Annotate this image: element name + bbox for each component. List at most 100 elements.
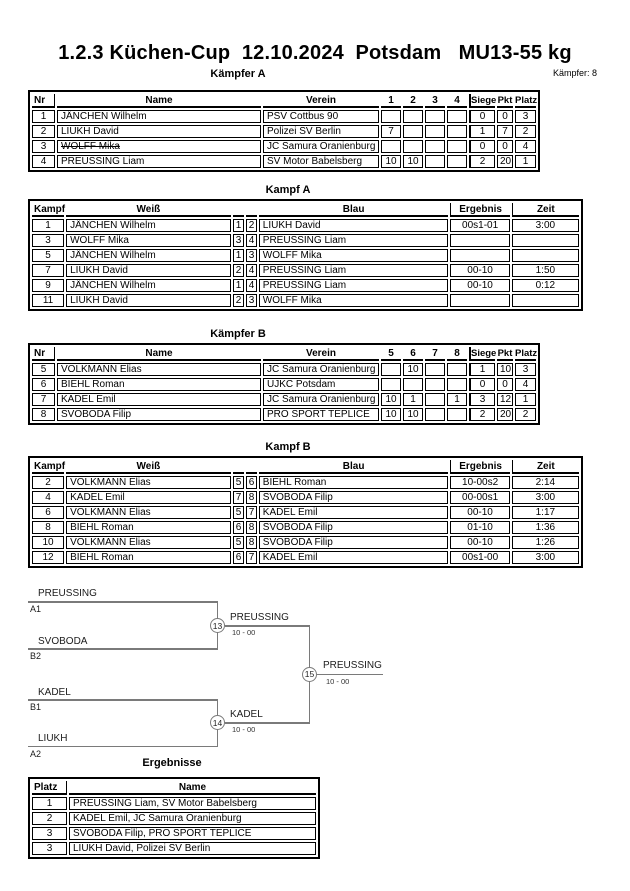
cell-ergebnis (450, 294, 510, 307)
cell-zeit: 1:26 (511, 536, 579, 549)
cell-platz: 2 (515, 125, 536, 138)
cell-platz: 1 (515, 155, 536, 168)
cell-zeit: 3:00 (511, 551, 579, 564)
cell-weiss: BIEHL Roman (66, 521, 231, 534)
cell-weiss: WOLFF Mika (66, 234, 231, 247)
cell-platz: 4 (515, 140, 536, 153)
cell-verein: PRO SPORT TEPLICE (263, 408, 379, 421)
col-header-c2: 2 (403, 94, 423, 108)
col-header-name: Name (57, 94, 261, 108)
cell-blau: PREUSSING Liam (258, 264, 449, 277)
cell-weiss: VOLKMANN Elias (66, 506, 231, 519)
bracket-slot-4-name: LIUKH (38, 733, 68, 744)
cell-c1: 10 (381, 408, 401, 421)
cell-n1: 3 (232, 234, 244, 247)
cell-name: PREUSSING Liam (57, 155, 261, 168)
cell-zeit (511, 249, 579, 262)
cell-siege: 0 (469, 110, 495, 123)
cell-verein: UJKC Potsdam (263, 378, 379, 391)
section-title-kampf-b: Kampf B (265, 441, 311, 453)
cell-n2: 8 (245, 521, 257, 534)
cell-c3 (425, 363, 445, 376)
bracket-semi-1-winner: PREUSSING (230, 612, 289, 623)
bracket-match-15-badge: 15 (302, 666, 317, 682)
bracket-semi-1-score: 10 - 00 (232, 628, 256, 637)
col-header-siege: Siege (469, 94, 496, 108)
cell-c2 (403, 125, 423, 138)
col-header-siege: Siege (469, 347, 496, 361)
cell-pkt: 0 (497, 110, 513, 123)
cell-zeit: 3:00 (511, 219, 579, 232)
fighters-count: Kämpfer: 8 (552, 68, 597, 78)
cell-nr: 7 (32, 393, 55, 406)
bracket-match-14-badge: 14 (210, 715, 225, 730)
cell-kampf: 2 (32, 476, 65, 489)
cell-c1: 10 (381, 393, 401, 406)
col-header-nr: Nr (32, 347, 55, 361)
bracket-slot-1-seed: A1 (30, 604, 42, 614)
cell-verein: JC Samura Oranienburg (263, 363, 379, 376)
bracket-slot-3-seed: B1 (30, 702, 42, 712)
cell-c4 (447, 408, 467, 421)
col-header-verein: Verein (263, 347, 379, 361)
cell-c1 (381, 140, 401, 153)
cell-name: LIUKH David, Polizei SV Berlin (69, 842, 316, 855)
bracket-line (28, 745, 218, 747)
cell-ergebnis: 00-10 (450, 279, 510, 292)
cell-kampf: 5 (32, 249, 65, 262)
col-header-blau: Blau (258, 460, 449, 474)
cell-kampf: 6 (32, 506, 65, 519)
cell-c1 (381, 378, 401, 391)
cell-c3 (425, 140, 445, 153)
cell-c1: 7 (381, 125, 401, 138)
cell-c3 (425, 408, 445, 421)
cell-platz: 2 (515, 408, 536, 421)
cell-siege: 1 (469, 125, 495, 138)
bracket-slot-1-name: PREUSSING (38, 588, 97, 599)
cell-blau: LIUKH David (258, 219, 449, 232)
bracket-semi-2-winner: KADEL (230, 709, 263, 720)
cell-ergebnis: 00-00s1 (450, 491, 510, 504)
bracket-line (28, 648, 218, 650)
cell-platz: 3 (515, 363, 536, 376)
cell-blau: SVOBODA Filip (258, 491, 449, 504)
cell-pkt: 10 (497, 363, 513, 376)
cell-name: KADEL Emil (57, 393, 261, 406)
col-header-n2 (245, 203, 257, 217)
cell-nr: 8 (32, 408, 55, 421)
cell-platz: 3 (515, 110, 536, 123)
cell-siege: 1 (469, 363, 495, 376)
cell-c2 (403, 140, 423, 153)
col-header-n2 (245, 460, 257, 474)
cell-platz: 1 (32, 797, 67, 810)
bracket-final-winner: PREUSSING (323, 660, 382, 671)
col-header-platz: Platz (515, 347, 537, 361)
cell-weiss: JÄNCHEN Wilhelm (66, 249, 231, 262)
cell-c4 (447, 110, 467, 123)
cell-c1: 10 (381, 155, 401, 168)
cell-n1: 2 (232, 264, 244, 277)
cell-zeit (511, 294, 579, 307)
cell-ergebnis: 10-00s2 (450, 476, 510, 489)
cell-verein: SV Motor Babelsberg (263, 155, 379, 168)
cell-pkt: 7 (497, 125, 513, 138)
cell-ergebnis (450, 234, 510, 247)
cell-c2 (403, 378, 423, 391)
cell-n2: 4 (245, 279, 257, 292)
cell-blau: SVOBODA Filip (258, 521, 449, 534)
cell-c4 (447, 125, 467, 138)
cell-nr: 5 (32, 363, 55, 376)
